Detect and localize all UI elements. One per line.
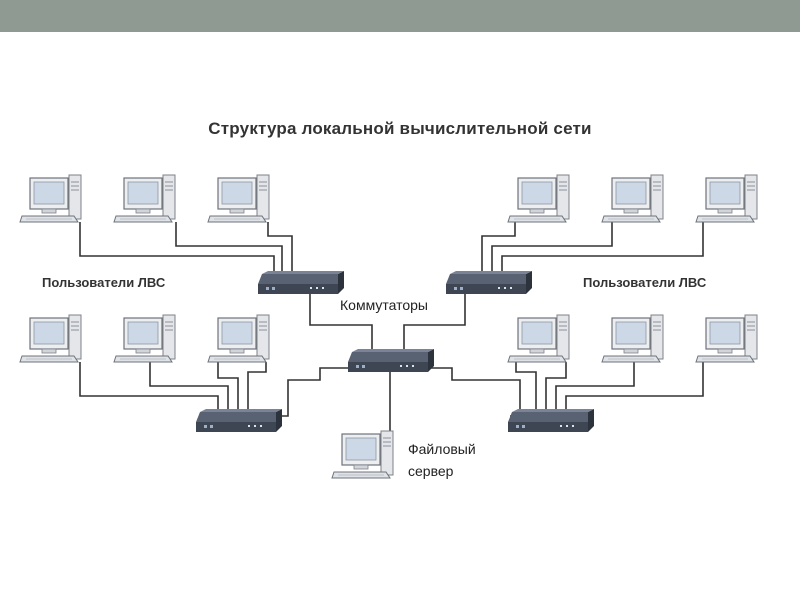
workstation-icon <box>207 174 270 223</box>
users-label-right: Пользователи ЛВС <box>583 275 707 290</box>
file-server-label-line2: сервер <box>408 463 454 479</box>
switches-label: Коммутаторы <box>340 297 428 313</box>
file-server-icon <box>331 430 394 479</box>
diagram-title: Структура локальной вычислительной сети <box>208 119 592 138</box>
workstation-icon <box>19 314 82 363</box>
workstation-icon <box>19 174 82 223</box>
switch-lower-right <box>508 409 594 432</box>
workstation-icon <box>113 314 176 363</box>
switch-upper-left <box>258 271 344 294</box>
workstation-icon <box>601 174 664 223</box>
switch-upper-right <box>446 271 532 294</box>
workstation-icon <box>507 314 570 363</box>
file-server-label-line1: Файловый <box>408 441 476 457</box>
workstation-icon <box>695 174 758 223</box>
workstation-icon <box>695 314 758 363</box>
workstation-icon <box>601 314 664 363</box>
connection-lines <box>79 222 704 438</box>
users-label-left: Пользователи ЛВС <box>42 275 166 290</box>
workstation-icon <box>507 174 570 223</box>
workstation-icon <box>113 174 176 223</box>
workstation-icon <box>207 314 270 363</box>
switch-central <box>348 349 434 372</box>
switch-lower-left <box>196 409 282 432</box>
top-bar <box>0 0 800 32</box>
file-server-label: Файловый сервер <box>408 438 476 482</box>
